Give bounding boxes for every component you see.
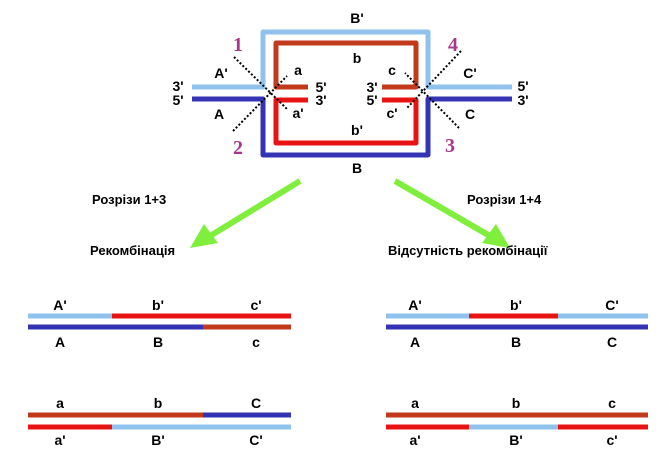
product-label: b <box>512 395 521 411</box>
left-result-caption: Рекомбінація <box>90 243 175 258</box>
label: c <box>388 62 396 78</box>
left-cuts-caption: Розрізи 1+3 <box>92 192 166 207</box>
end-label: 3' <box>517 92 528 108</box>
label: b <box>353 50 362 66</box>
product-label: b <box>154 395 163 411</box>
product-label: b' <box>510 297 522 313</box>
product-label: B' <box>509 432 522 448</box>
product-label: A' <box>408 297 421 313</box>
cut-line-4 <box>406 50 462 109</box>
end-label: 5' <box>172 92 183 108</box>
cut-number-4: 4 <box>448 34 458 56</box>
right-result-caption: Відсутність рекомбінації <box>388 243 548 258</box>
product-label: c <box>252 334 260 350</box>
product-label: c' <box>606 432 617 448</box>
label: a <box>294 62 302 78</box>
product-label: A <box>410 334 420 350</box>
product-label: c' <box>250 297 261 313</box>
product-label: B' <box>151 432 164 448</box>
label: B <box>352 160 362 176</box>
cut-number-3: 3 <box>445 135 455 157</box>
label: B' <box>350 10 363 26</box>
product-label: a <box>411 395 419 411</box>
product-label: a <box>56 395 64 411</box>
end-label: 5' <box>366 92 377 108</box>
label: C' <box>463 65 476 81</box>
product-label: B <box>511 334 521 350</box>
end-label: 5' <box>517 78 528 94</box>
strand-red <box>273 97 419 146</box>
end-label: 3' <box>366 79 377 95</box>
end-label: 3' <box>172 78 183 94</box>
label: b' <box>351 122 363 138</box>
product-label: B <box>153 334 163 350</box>
product-label: a' <box>409 432 420 448</box>
strand-dark-blue <box>192 96 512 158</box>
product-label: a' <box>54 432 65 448</box>
product-label: A' <box>53 297 66 313</box>
label: c' <box>386 105 397 121</box>
end-label: 5' <box>315 79 326 95</box>
label: A' <box>214 65 227 81</box>
product-label: C <box>607 334 617 350</box>
product-label: C <box>251 395 261 411</box>
product-label: c <box>608 395 616 411</box>
cut-line-3 <box>404 72 460 129</box>
label: C <box>465 106 475 122</box>
product-label: A <box>55 334 65 350</box>
product-label: C' <box>249 432 262 448</box>
right-cuts-caption: Розрізи 1+4 <box>467 192 542 207</box>
arrow-left <box>190 178 302 248</box>
product-label: C' <box>605 297 618 313</box>
end-label: 3' <box>315 92 326 108</box>
strand-light-blue <box>192 29 512 90</box>
product-label: b' <box>152 297 164 313</box>
cut-line-1 <box>233 56 289 111</box>
label: a' <box>292 105 303 121</box>
strand-orange <box>273 40 419 90</box>
cut-number-1: 1 <box>233 34 243 56</box>
cut-line-2 <box>232 75 288 132</box>
label: A <box>214 106 224 122</box>
cut-number-2: 2 <box>233 137 243 159</box>
arrow-right <box>393 178 510 248</box>
